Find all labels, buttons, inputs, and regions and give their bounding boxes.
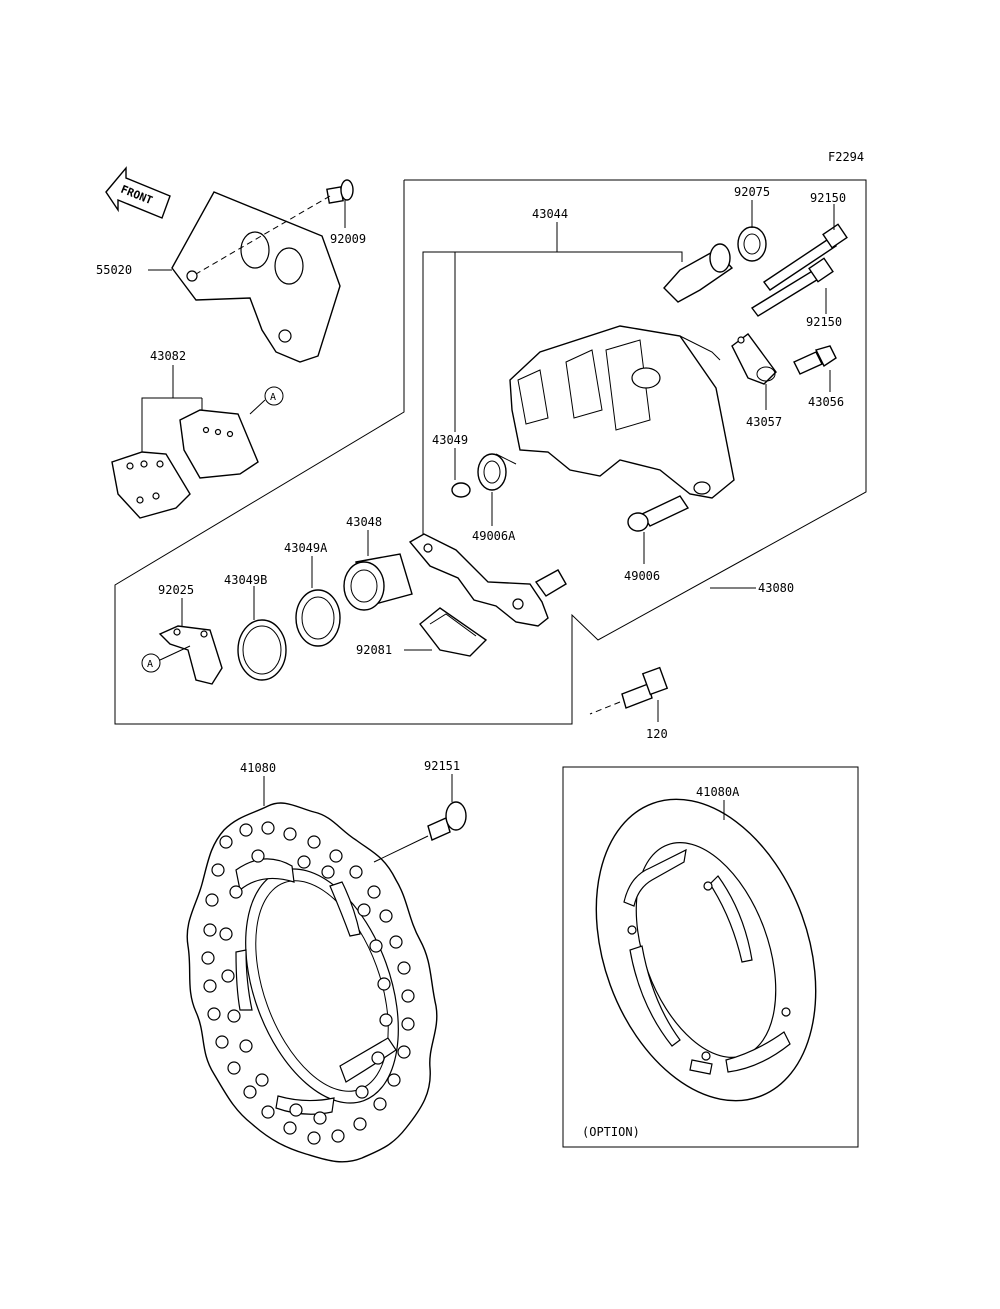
dash-120	[589, 701, 621, 715]
spring-92025	[158, 625, 223, 685]
brake-pad-front	[111, 451, 191, 519]
seal-49006A	[477, 453, 517, 491]
part-120: 120	[646, 727, 668, 741]
caliper-body	[509, 325, 735, 499]
bolt-120	[621, 666, 669, 709]
dash-92151	[373, 835, 429, 863]
leader-43044	[422, 251, 683, 540]
svg-text:A: A	[147, 659, 153, 670]
pin-92150-lower	[750, 257, 834, 317]
part-92150-bottom: 92150	[806, 315, 842, 329]
dash-92009	[195, 195, 331, 275]
bolt-92009	[326, 179, 354, 204]
leader-a-bottom	[159, 645, 191, 661]
part-43049B: 43049B	[224, 573, 267, 587]
part-43049A: 43049A	[284, 541, 328, 555]
part-92150-top: 92150	[810, 191, 846, 205]
part-43049: 43049	[432, 433, 468, 447]
caliper-mount-plate	[408, 533, 567, 627]
figure-code: F2294	[828, 150, 864, 164]
washer-43049	[451, 482, 471, 498]
part-92075: 92075	[734, 185, 770, 199]
pin-92150-upper	[762, 223, 848, 291]
ref-marker-a-top: A	[264, 386, 284, 406]
caliper-bracket-55020	[171, 191, 341, 363]
svg-text:A: A	[270, 392, 276, 403]
plate-43057	[731, 333, 777, 385]
part-43080: 43080	[758, 581, 794, 595]
part-55020: 55020	[96, 263, 132, 277]
part-43056: 43056	[808, 395, 844, 409]
bolt-92151	[427, 801, 467, 841]
seal-43049B	[237, 619, 287, 681]
part-92081: 92081	[356, 643, 392, 657]
seal-43049A	[295, 589, 341, 647]
option-label: (OPTION)	[582, 1125, 640, 1139]
caliper-assembly-outline	[114, 179, 867, 725]
part-41080: 41080	[240, 761, 276, 775]
leader-43082	[141, 365, 174, 452]
leader-a-top	[249, 399, 266, 415]
disc-drill-holes	[201, 821, 415, 1145]
front-arrow-icon: FRONT	[105, 166, 171, 219]
bolt-49006	[627, 495, 690, 532]
part-92025: 92025	[158, 583, 194, 597]
pin-sleeve	[663, 243, 734, 303]
ref-marker-a-bottom: A	[141, 653, 161, 673]
boot-92075	[737, 226, 767, 262]
part-43048: 43048	[346, 515, 382, 529]
clip-92081	[419, 607, 488, 657]
part-43057: 43057	[746, 415, 782, 429]
part-92151: 92151	[424, 759, 460, 773]
part-43082: 43082	[150, 349, 186, 363]
part-49006: 49006	[624, 569, 660, 583]
piston-43048	[343, 553, 413, 611]
part-49006A: 49006A	[472, 529, 516, 543]
brake-pad-rear	[179, 409, 259, 479]
part-41080A: 41080A	[696, 785, 740, 799]
bleeder-43056	[793, 345, 837, 375]
brake-disc-41080A	[595, 798, 817, 1102]
part-43044: 43044	[532, 207, 568, 221]
option-box	[562, 766, 859, 1148]
part-92009: 92009	[330, 232, 366, 246]
brake-disc-41080	[186, 802, 438, 1163]
